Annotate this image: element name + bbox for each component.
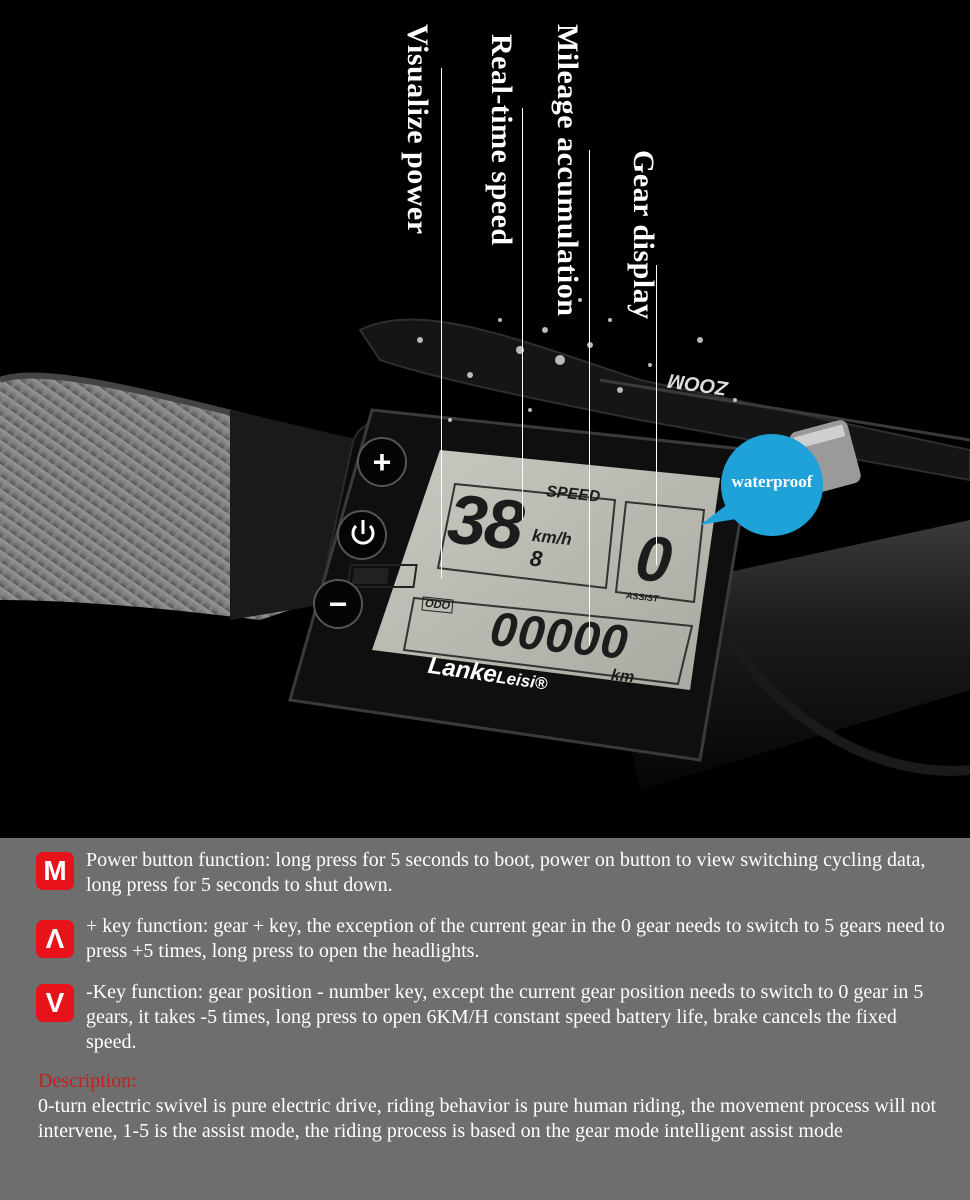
power-button-circle	[337, 510, 387, 560]
description-title: Description:	[38, 1070, 137, 1092]
description-body: 0-turn electric swivel is pure electric …	[38, 1095, 937, 1142]
battery-outline	[346, 564, 418, 588]
label-visualize-power: Visualize power	[401, 24, 434, 235]
function-text-power: Power button function: long press for 5 …	[86, 849, 926, 896]
label-real-time-speed: Real-time speed	[485, 34, 518, 246]
lcd-odo-unit: km	[610, 666, 636, 687]
function-panel: M Power button function: long press for …	[0, 838, 970, 1200]
power-button[interactable]	[338, 511, 386, 559]
up-key-badge: Λ	[36, 920, 74, 958]
power-icon	[351, 524, 375, 545]
battery-fill	[351, 568, 390, 584]
m-key-badge: M	[36, 852, 74, 890]
lcd-assist-value: 0	[632, 521, 676, 597]
function-text-plus: + key function: gear + key, the exceptio…	[86, 915, 945, 962]
plus-button-circle	[357, 437, 407, 487]
label-mileage-accumulation: Mileage accumulation	[551, 24, 584, 317]
minus-button-circle	[313, 579, 363, 629]
lcd-screen	[372, 450, 720, 690]
leader-mileage-accumulation	[589, 150, 590, 646]
waterproof-badge: waterproof	[721, 434, 823, 536]
function-text-minus: -Key function: gear position - number ke…	[86, 981, 924, 1053]
brake-lever-arm	[599, 378, 970, 442]
product-photo: ZOOM + − SPEED 38 km/h 8 0 ASSIST ODO 00…	[0, 24, 970, 790]
minus-button[interactable]: −	[328, 586, 348, 622]
handlebar-illustration	[0, 298, 970, 790]
waterproof-label: waterproof	[731, 472, 813, 491]
leader-gear-display	[656, 265, 657, 565]
brand-registered: ®	[533, 672, 549, 694]
plus-button[interactable]: +	[372, 444, 392, 480]
label-gear-display: Gear display	[627, 150, 660, 320]
leader-real-time-speed	[522, 108, 523, 520]
down-key-badge: V	[36, 984, 74, 1022]
lcd-speed-value: 38	[444, 479, 526, 565]
brake-cable	[715, 617, 970, 776]
leader-visualize-power	[441, 68, 442, 578]
brand-name-sub: Leisi	[495, 667, 537, 692]
